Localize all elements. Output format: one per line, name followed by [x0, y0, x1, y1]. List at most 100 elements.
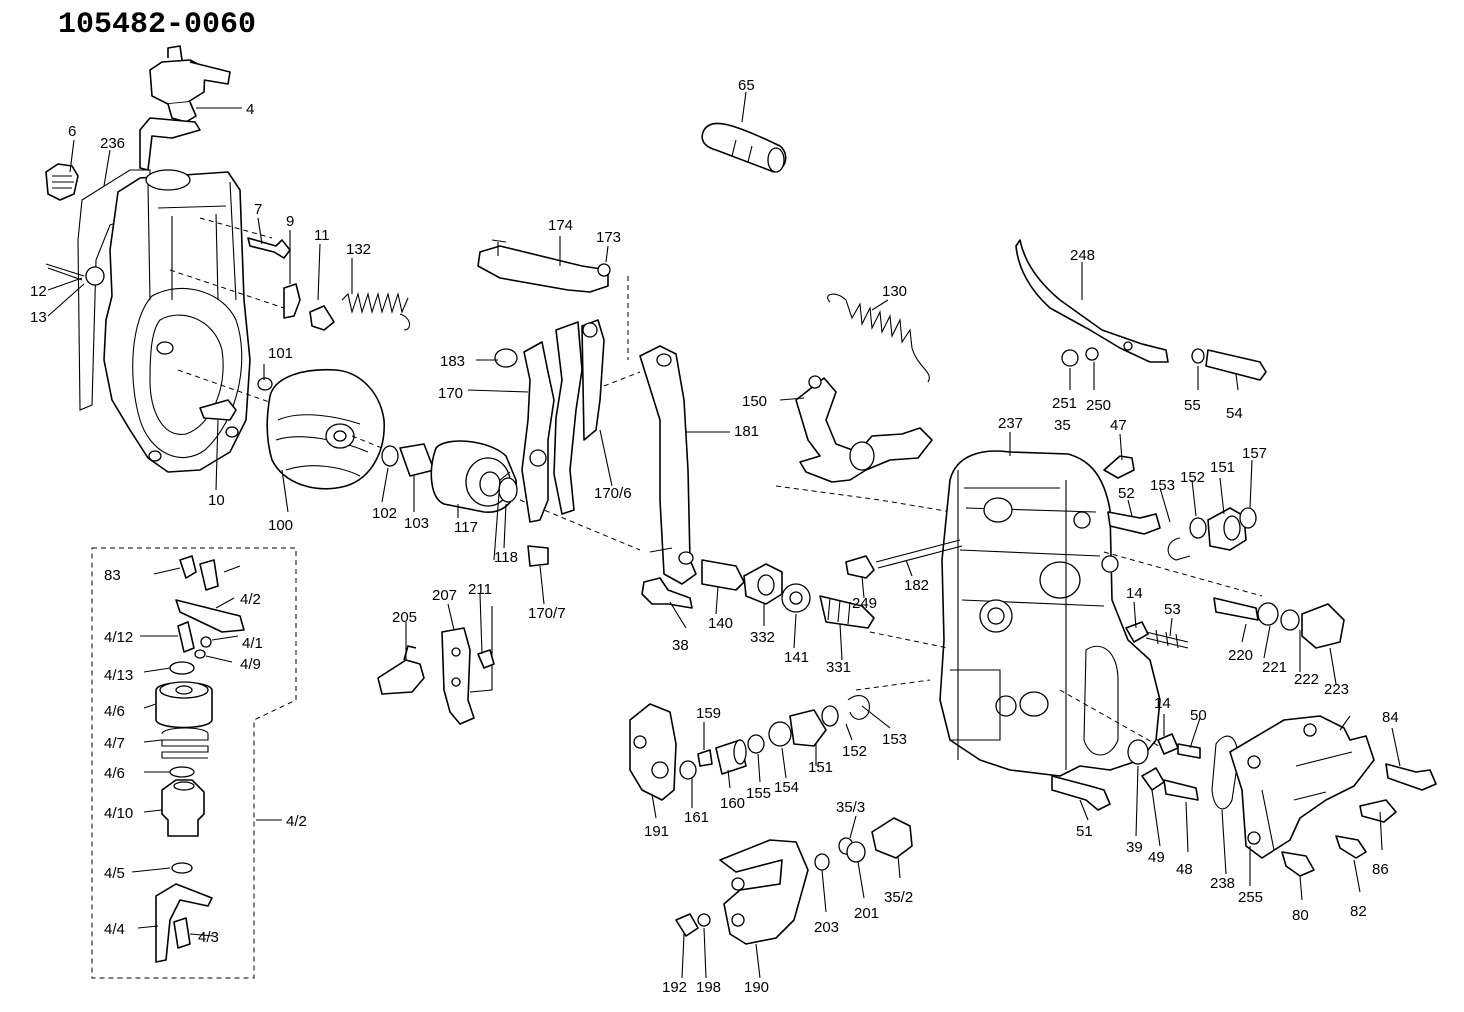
part-label: 35/3	[836, 799, 865, 816]
part-label: 4/13	[104, 667, 133, 684]
part-label: 82	[1350, 903, 1367, 920]
part-label: 141	[784, 649, 809, 666]
part-label: 182	[904, 577, 929, 594]
part-label: 157	[1242, 445, 1267, 462]
part-label: 205	[392, 609, 417, 626]
link-248	[1015, 239, 1267, 381]
part-label: 9	[286, 213, 294, 230]
part-label: 101	[268, 345, 293, 362]
part-label: 84	[1382, 709, 1399, 726]
part-label: 207	[432, 587, 457, 604]
part-label: 4/4	[104, 921, 125, 938]
part-label: 4	[246, 101, 254, 118]
part-label: 170	[438, 385, 463, 402]
part-label: 12	[30, 283, 47, 300]
part-label: 83	[104, 567, 121, 584]
part-label: 6	[68, 123, 76, 140]
part-label: 332	[750, 629, 775, 646]
part-label: 4/6	[104, 703, 125, 720]
part-label: 117	[454, 519, 478, 536]
part-label: 103	[404, 515, 429, 532]
part-label: 150	[742, 393, 767, 410]
part-label: 47	[1110, 417, 1127, 434]
part-label: 154	[774, 779, 799, 796]
part-label: 250	[1086, 397, 1111, 414]
spring-and-arm	[775, 293, 1001, 521]
part-label: 86	[1372, 861, 1389, 878]
part-label: 102	[372, 505, 397, 522]
subassembly-4	[91, 547, 297, 979]
part-label: 203	[814, 919, 839, 936]
pump-housing	[845, 450, 1161, 777]
part-label: 49	[1148, 849, 1165, 866]
part-label: 211	[468, 581, 492, 598]
part-label: 4/6	[104, 765, 125, 782]
diagram-title: 105482-0060	[58, 8, 256, 42]
part-label: 4/5	[104, 865, 125, 882]
part-label: 39	[1126, 839, 1143, 856]
part-label: 251	[1052, 395, 1077, 412]
part-label: 236	[100, 135, 125, 152]
lever-assembly	[469, 239, 697, 693]
part-label: 140	[708, 615, 733, 632]
part-label: 183	[440, 353, 465, 370]
part-label: 190	[744, 979, 769, 996]
part-label: 192	[662, 979, 687, 996]
part-label: 132	[346, 241, 371, 258]
part-label: 4/1	[242, 635, 263, 652]
part-label: 161	[684, 809, 709, 826]
part-label: 331	[826, 659, 851, 676]
part-label: 173	[596, 229, 621, 246]
part-label: 118	[494, 549, 518, 566]
part-label: 237	[998, 415, 1023, 432]
part-label: 35/2	[884, 889, 913, 906]
part-label: 181	[734, 423, 759, 440]
part-label: 255	[1238, 889, 1263, 906]
flyweight-assembly	[266, 368, 641, 551]
part-label: 201	[854, 905, 879, 922]
part-label: 4/9	[240, 656, 261, 673]
part-label: 100	[268, 517, 293, 534]
part-label: 4/10	[104, 805, 133, 822]
part-label: 11	[314, 227, 330, 244]
part-label: 4/3	[198, 929, 219, 946]
part-label: 35	[1054, 417, 1071, 434]
part-label: 191	[644, 823, 669, 840]
lower-right-parts	[1051, 715, 1437, 877]
part-label: 152	[1180, 469, 1205, 486]
part-label: 160	[720, 795, 745, 812]
part-label: 80	[1292, 907, 1309, 924]
part-label: 151	[1210, 459, 1235, 476]
sleeve-65	[701, 122, 787, 173]
part-label: 221	[1262, 659, 1287, 676]
part-label: 51	[1076, 823, 1093, 840]
part-label: 249	[852, 595, 877, 612]
part-label: 4/7	[104, 735, 125, 752]
part-label: 151	[808, 759, 833, 776]
part-label: 4/2	[240, 591, 261, 608]
part-label: 159	[696, 705, 721, 722]
part-label: 152	[842, 743, 867, 760]
governor-housing	[45, 45, 411, 473]
part-label: 170/6	[594, 485, 632, 502]
part-label: 50	[1190, 707, 1207, 724]
part-label: 153	[1150, 477, 1175, 494]
part-label: 10	[208, 492, 225, 509]
part-label: 14	[1126, 585, 1143, 602]
part-label: 52	[1118, 485, 1135, 502]
part-label: 4/12	[104, 629, 133, 646]
part-label: 153	[882, 731, 907, 748]
part-label: 155	[746, 785, 771, 802]
part-label: 7	[254, 201, 262, 218]
part-label: 4	[0, 0, 8, 4]
part-label: 13	[30, 309, 47, 326]
part-label: 223	[1324, 681, 1349, 698]
part-label: 4/2	[286, 813, 307, 830]
part-label: 198	[696, 979, 721, 996]
right-small-parts	[1107, 507, 1345, 649]
part-label: 54	[1226, 405, 1243, 422]
part-label: 130	[882, 283, 907, 300]
center-bottom-parts	[377, 559, 913, 945]
